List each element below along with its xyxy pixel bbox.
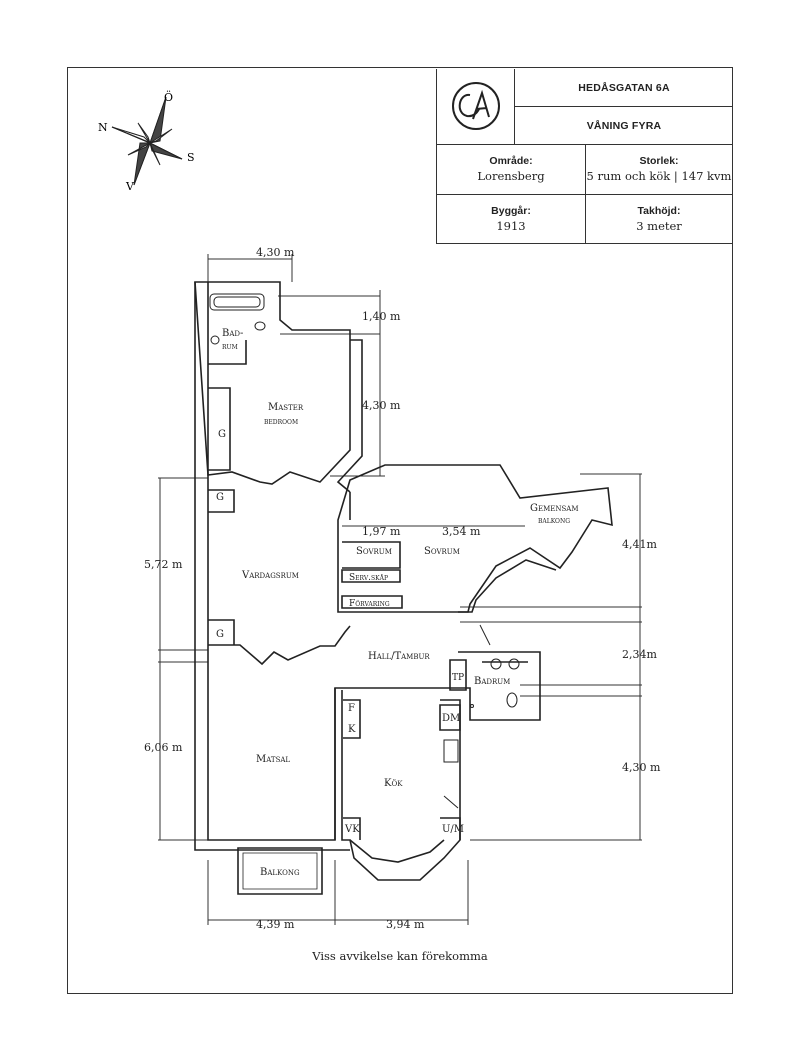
area-cell: Område: Lorensberg [437, 144, 585, 194]
room-label-master: Master [268, 402, 304, 413]
dimension-label: 6,06 m [144, 741, 183, 754]
size-value: 5 rum och kök | 147 kvm [586, 169, 732, 183]
kitchen-label-k: K [348, 724, 356, 735]
floor-label: VÅNING FYRA [586, 119, 662, 132]
kitchen-label-dm: DM [442, 713, 460, 724]
room-label-shared-balcony: balkong [538, 516, 570, 526]
compass-south-label: S [187, 151, 195, 164]
room-label-hall: Hall/Tambur [368, 651, 430, 662]
kitchen-label-vk: VK [344, 824, 360, 835]
room-label-master: bedroom [264, 417, 298, 427]
dimension-label: 4,30 m [622, 761, 661, 774]
room-label-dining: Matsal [256, 754, 290, 765]
address-cell: HEDÅSGATAN 6A [515, 69, 733, 107]
room-label-shared-balcony: Gemensam [530, 503, 579, 514]
compass-rose-icon: Ö N S V [98, 90, 195, 193]
size-cell: Storlek: 5 rum och kök | 147 kvm [585, 144, 733, 194]
logo-cell [437, 69, 515, 144]
room-label-bathroom: Bad- [222, 328, 243, 339]
dimension-label: 1,97 m [362, 525, 401, 538]
built-cell: Byggår: 1913 [437, 194, 585, 244]
compass-north-label: N [98, 121, 108, 134]
dimension-label: 3,54 m [442, 525, 481, 538]
room-label-living: Vardagsrum [241, 570, 299, 581]
area-label: Område: [489, 155, 533, 167]
compass-north-east-label: Ö [164, 90, 173, 104]
dimension-label: 4,39 m [256, 918, 295, 931]
wardrobe-label: G [218, 429, 226, 440]
ceiling-value: 3 meter [636, 219, 682, 233]
room-label-balcony: Balkong [260, 867, 300, 878]
divider [585, 144, 586, 244]
area-value: Lorensberg [477, 169, 545, 183]
brand-logo-icon [452, 82, 500, 130]
wardrobe-label: G [216, 629, 224, 640]
dimension-label: 4,30 m [362, 399, 401, 412]
room-label-service-cabinet: Serv.skåp [349, 573, 388, 583]
room-label-kitchen: Kök [384, 778, 403, 789]
ceiling-label: Takhöjd: [637, 205, 681, 217]
floor-cell: VÅNING FYRA [515, 107, 733, 144]
kitchen-label-um: U/M [442, 824, 464, 835]
room-label-bedroom-large: Sovrum [424, 546, 460, 557]
room-label-tp: TP [452, 673, 464, 683]
dimension-label: 1,40 m [362, 310, 401, 323]
room-label-storage: Förvaring [349, 599, 390, 609]
dimension-label: 3,94 m [386, 918, 425, 931]
dimension-label: 2,34m [622, 648, 657, 661]
page-frame [67, 67, 733, 994]
size-label: Storlek: [639, 155, 679, 167]
property-address: HEDÅSGATAN 6A [578, 81, 670, 94]
built-value: 1913 [496, 219, 526, 233]
room-label-bathroom: rum [222, 342, 238, 352]
built-label: Byggår: [491, 205, 531, 217]
kitchen-label-f: F [348, 703, 355, 714]
dimension-label: 4,41m [622, 538, 657, 551]
room-label-bedroom-small: Sovrum [356, 546, 392, 557]
wardrobe-label: G [216, 492, 224, 503]
compass-west-label: V [125, 180, 135, 193]
room-label-bathroom-2: Badrum [474, 676, 510, 687]
ceiling-cell: Takhöjd: 3 meter [585, 194, 733, 244]
dimension-label: 4,30 m [256, 246, 295, 259]
property-info-box: HEDÅSGATAN 6A VÅNING FYRA Område: Lorens… [436, 69, 733, 244]
dimension-label: 5,72 m [144, 558, 183, 571]
disclaimer-text: Viss avvikelse kan förekomma [312, 949, 488, 963]
